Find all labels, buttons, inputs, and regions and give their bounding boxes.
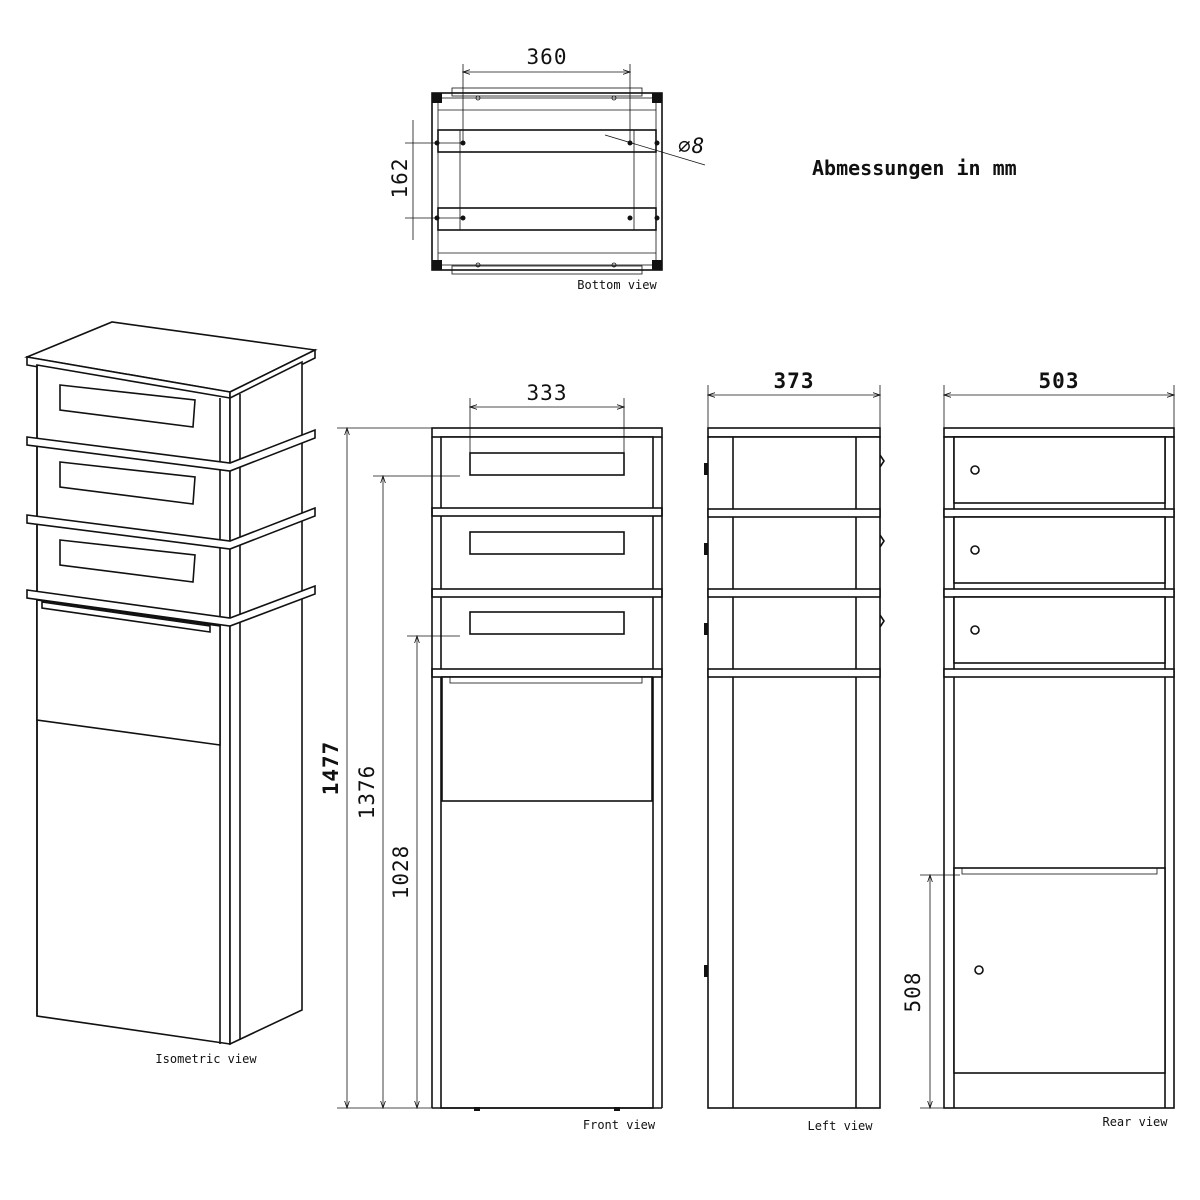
door-height-dimension: 508 [901,972,925,1013]
rear-view-caption: Rear view [1102,1115,1168,1129]
total-height-dimension: 1477 [319,741,343,796]
bottom-width-dimension: 360 [527,45,568,69]
front-view: 333 1477 1376 1028 Front view [319,381,663,1132]
rear-view: 508 503 Rear view [901,369,1175,1129]
slot-width-dimension: 333 [527,381,568,405]
hole-diameter-dimension: ⌀8 [678,134,705,158]
bottom-depth-dimension: 162 [388,158,412,199]
depth-dimension: 373 [774,369,815,393]
width-dimension: 503 [1039,369,1080,393]
isometric-view-caption: Isometric view [155,1052,257,1066]
bottom-slot-height-dimension: 1028 [389,845,413,900]
left-view-caption: Left view [807,1119,873,1133]
left-view: 373 Left view [704,369,885,1133]
top-slot-height-dimension: 1376 [355,765,379,820]
units-title: Abmessungen in mm [812,156,1017,180]
bottom-view-caption: Bottom view [577,278,657,292]
bottom-view: 360 162 ⌀8 Bottom view [388,45,706,292]
isometric-view: Isometric view [24,321,318,1066]
front-view-caption: Front view [583,1118,656,1132]
